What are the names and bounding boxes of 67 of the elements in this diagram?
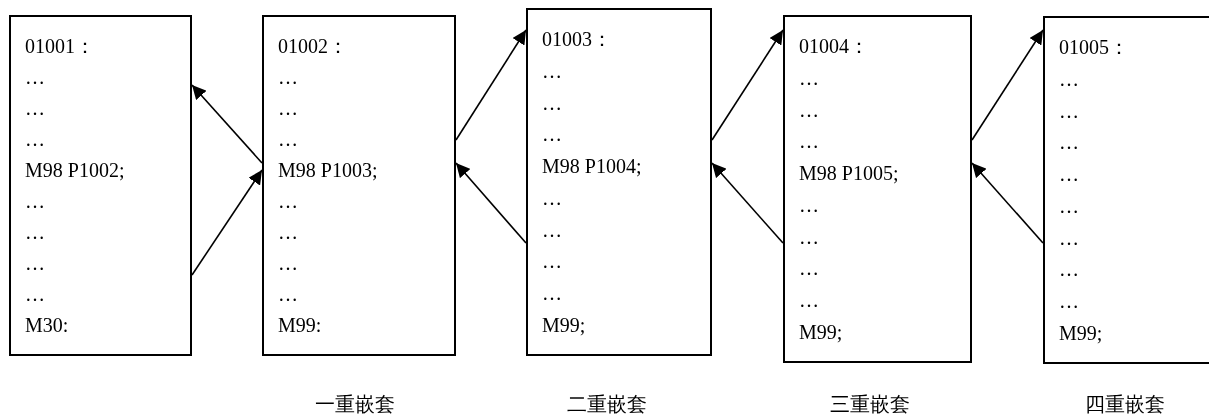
arrow — [711, 29, 784, 141]
code-line: M98 P1003; — [278, 159, 378, 181]
code-line: M99: — [278, 314, 322, 336]
code-line: … — [1059, 131, 1079, 154]
code-line: … — [278, 221, 298, 243]
arrow — [191, 84, 263, 164]
arrow — [191, 169, 263, 276]
code-line: … — [1059, 226, 1079, 249]
node-label: 三重嵌套 — [830, 392, 910, 414]
code-line: … — [25, 97, 45, 119]
code-line: 01003： — [542, 28, 612, 50]
code-line: 01001： — [25, 35, 95, 57]
code-line: … — [799, 193, 819, 216]
code-line: … — [542, 218, 562, 241]
code-line: … — [542, 250, 562, 273]
code-line: … — [25, 283, 45, 305]
code-line: … — [799, 98, 819, 121]
arrow — [711, 162, 784, 244]
node-label: 四重嵌套 — [1085, 392, 1165, 414]
code-line: … — [1059, 67, 1079, 90]
node-label: 二重嵌套 — [567, 392, 647, 414]
code-line: … — [542, 123, 562, 146]
code-line: … — [1059, 194, 1079, 217]
program-box — [1043, 16, 1209, 364]
code-line: … — [799, 130, 819, 153]
code-line: 01005： — [1059, 36, 1129, 58]
code-line: 01002： — [278, 35, 348, 57]
code-line: … — [1059, 163, 1079, 186]
code-line: M98 P1004; — [542, 155, 642, 178]
arrow — [971, 162, 1044, 244]
code-line: … — [278, 66, 298, 88]
code-line: … — [542, 186, 562, 209]
code-line: … — [799, 225, 819, 248]
code-line: M99; — [1059, 322, 1103, 344]
code-line: … — [542, 282, 562, 305]
code-line: … — [799, 66, 819, 89]
program-box — [9, 15, 192, 356]
code-line: … — [542, 91, 562, 114]
code-line: … — [799, 257, 819, 280]
code-line: … — [25, 252, 45, 274]
code-line: M30: — [25, 314, 69, 336]
arrow — [971, 29, 1044, 141]
arrow — [455, 162, 527, 244]
code-line: … — [25, 66, 45, 88]
code-line: … — [25, 128, 45, 150]
code-line: 01004： — [799, 35, 869, 57]
code-line: … — [1059, 99, 1079, 122]
code-line: M98 P1005; — [799, 162, 899, 185]
code-line: … — [278, 97, 298, 119]
code-line: M99; — [542, 314, 586, 336]
code-line: … — [1059, 258, 1079, 281]
code-line: … — [542, 59, 562, 82]
code-line: M99; — [799, 321, 843, 343]
program-box — [526, 8, 712, 356]
code-line: … — [25, 190, 45, 212]
code-line: … — [1059, 290, 1079, 313]
code-line: … — [25, 221, 45, 243]
code-line: … — [799, 289, 819, 312]
code-line: … — [278, 252, 298, 274]
program-box — [783, 15, 972, 363]
program-box — [262, 15, 456, 356]
code-line: … — [278, 128, 298, 150]
code-line: … — [278, 190, 298, 212]
node-label: 一重嵌套 — [315, 392, 395, 414]
code-line: M98 P1002; — [25, 159, 125, 181]
code-line: … — [278, 283, 298, 305]
arrow — [455, 29, 527, 141]
